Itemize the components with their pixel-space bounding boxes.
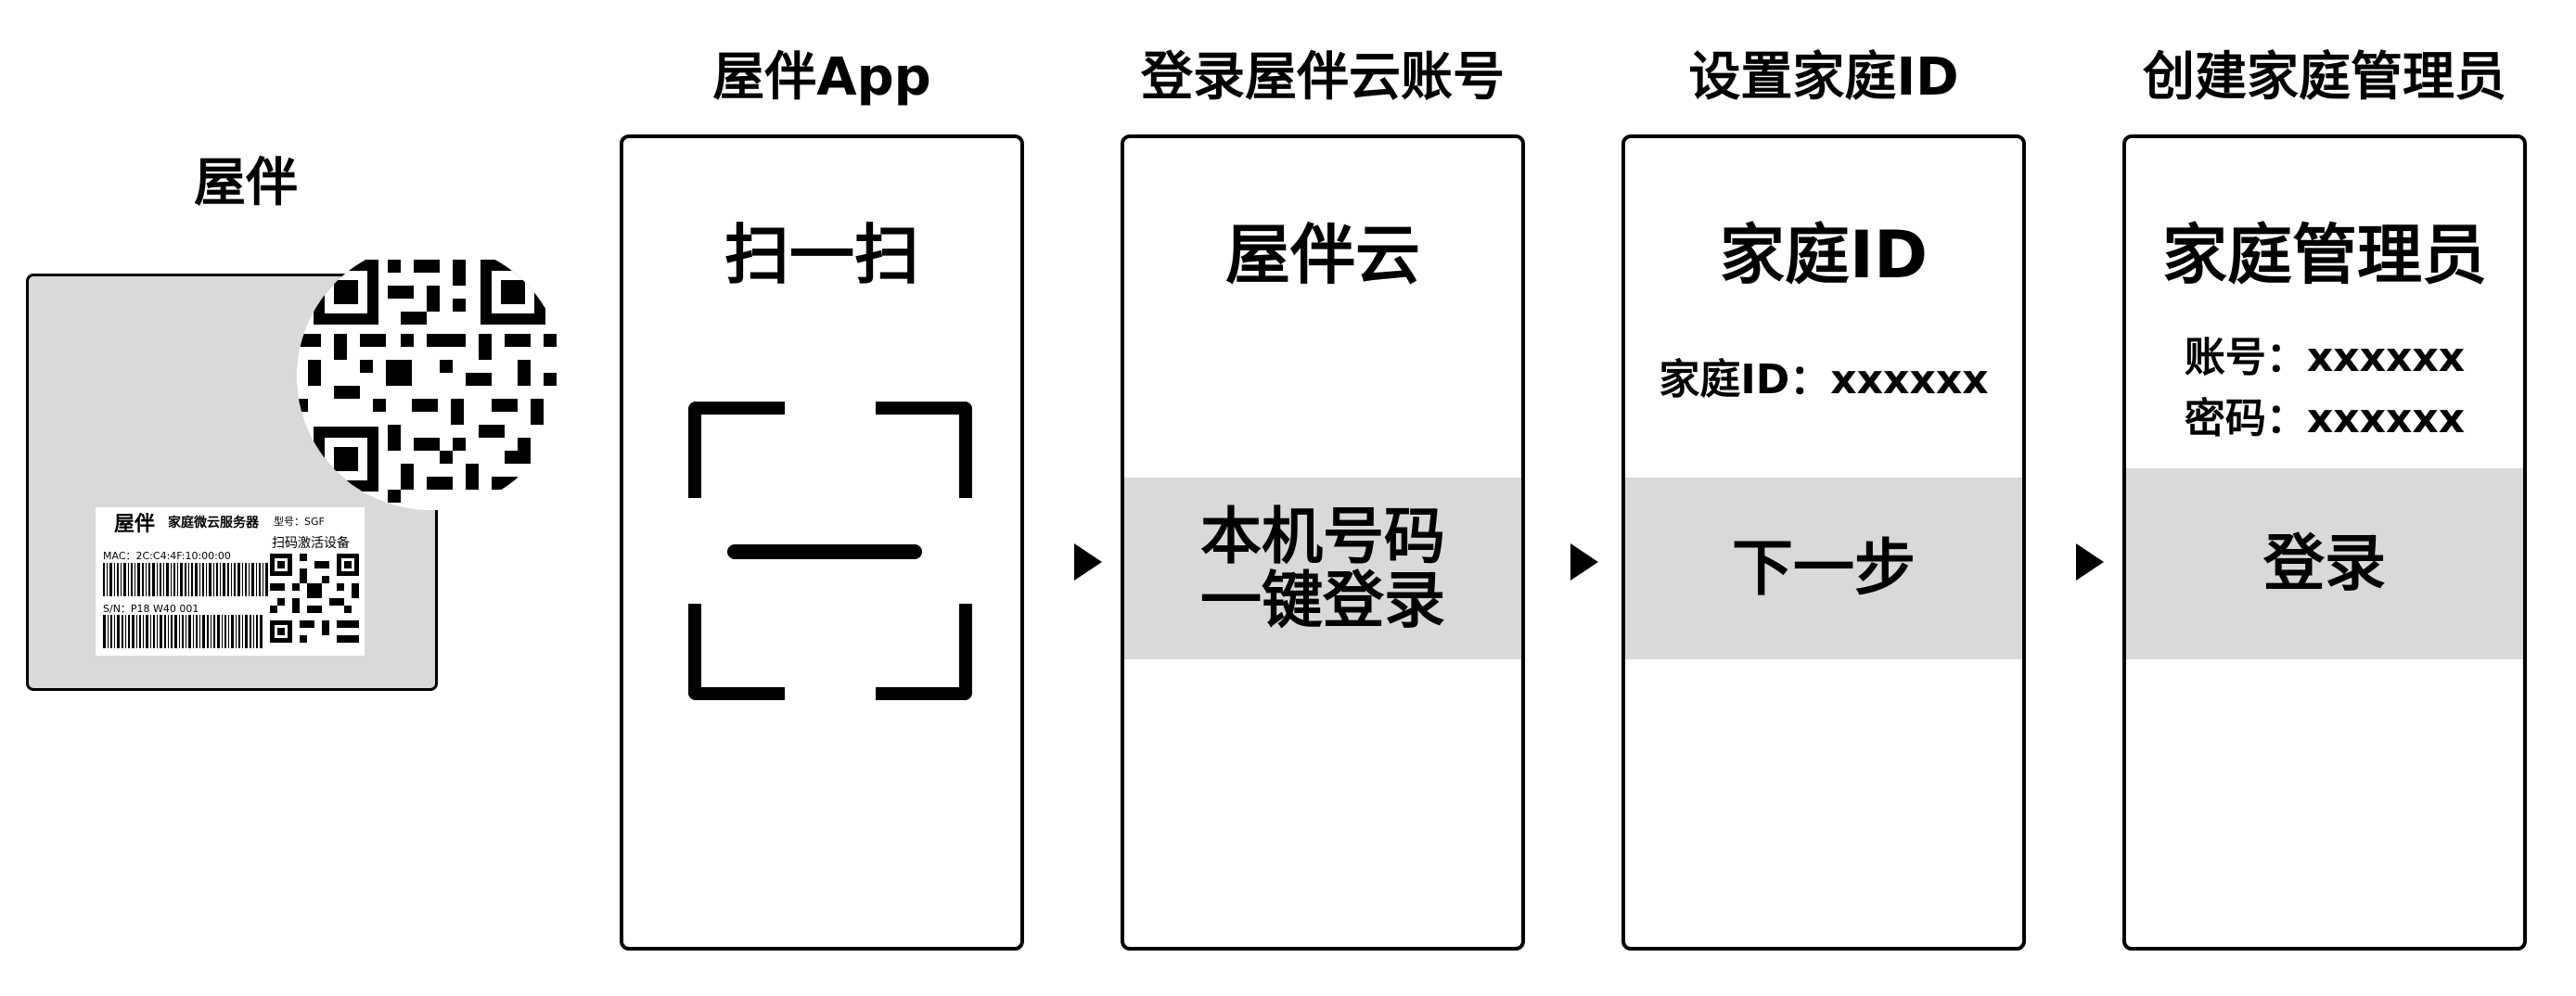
- password-field[interactable]: 密码：xxxxxx: [2184, 395, 2466, 442]
- step-4-phone-screen: 家庭管理员 账号：xxxxxx 密码：xxxxxx 登录: [2122, 134, 2527, 951]
- scan-corner-top-right-icon: [876, 402, 972, 498]
- label-mac: MAC：2C:C4:4F:10:00:00: [103, 550, 231, 562]
- one-click-login-button[interactable]: 本机号码 一键登录: [1124, 478, 1521, 659]
- scan-corner-bottom-left-icon: [688, 604, 785, 700]
- step-1-heading: 屋伴App: [712, 47, 931, 108]
- scan-line-icon: [727, 544, 922, 559]
- step-3-heading: 设置家庭ID: [1688, 47, 1959, 108]
- label-scan: 扫码激活设备: [272, 536, 350, 551]
- device-label: 屋伴 家庭微云服务器 型号：SGF 扫码激活设备 MAC：2C:C4:4F:10…: [96, 507, 365, 656]
- arrow-right-icon-1: [1074, 543, 1102, 581]
- login-button[interactable]: 登录: [2126, 468, 2523, 659]
- step-1-phone-screen: 扫一扫: [620, 134, 1024, 951]
- step-2-phone-screen: 屋伴云 本机号码 一键登录: [1121, 134, 1525, 951]
- one-click-login-line-2: 一键登录: [1200, 565, 1445, 636]
- label-barcode-2: [103, 615, 263, 648]
- step-3-phone-screen: 家庭ID 家庭ID：xxxxxx 下一步: [1621, 134, 2026, 951]
- label-model: 型号：SGF: [274, 516, 325, 528]
- arrow-right-icon-3: [2076, 543, 2104, 581]
- label-barcode-1: [103, 563, 268, 596]
- step-3-screen-title: 家庭ID: [1719, 217, 1929, 293]
- scan-corner-top-left-icon: [688, 402, 785, 498]
- step-2-screen-title: 屋伴云: [1225, 217, 1420, 293]
- next-step-button[interactable]: 下一步: [1625, 478, 2022, 659]
- arrow-right-icon-2: [1570, 543, 1598, 581]
- step-2-heading: 登录屋伴云账号: [1141, 47, 1505, 108]
- label-desc: 家庭微云服务器: [168, 516, 259, 530]
- device-title: 屋伴: [194, 153, 298, 213]
- family-id-field[interactable]: 家庭ID：xxxxxx: [1659, 356, 1989, 403]
- label-brand: 屋伴: [114, 513, 156, 536]
- step-4-heading: 创建家庭管理员: [2143, 47, 2506, 108]
- label-small-qr-code: [270, 554, 359, 643]
- step-4-screen-title: 家庭管理员: [2162, 217, 2487, 293]
- one-click-login-line-1: 本机号码: [1200, 500, 1445, 572]
- label-sn: S/N：P18 W40 001: [103, 603, 199, 615]
- scan-corner-bottom-right-icon: [876, 604, 972, 700]
- account-field[interactable]: 账号：xxxxxx: [2184, 334, 2466, 381]
- step-1-screen-title: 扫一扫: [724, 217, 919, 293]
- qr-code-magnified: [297, 243, 564, 510]
